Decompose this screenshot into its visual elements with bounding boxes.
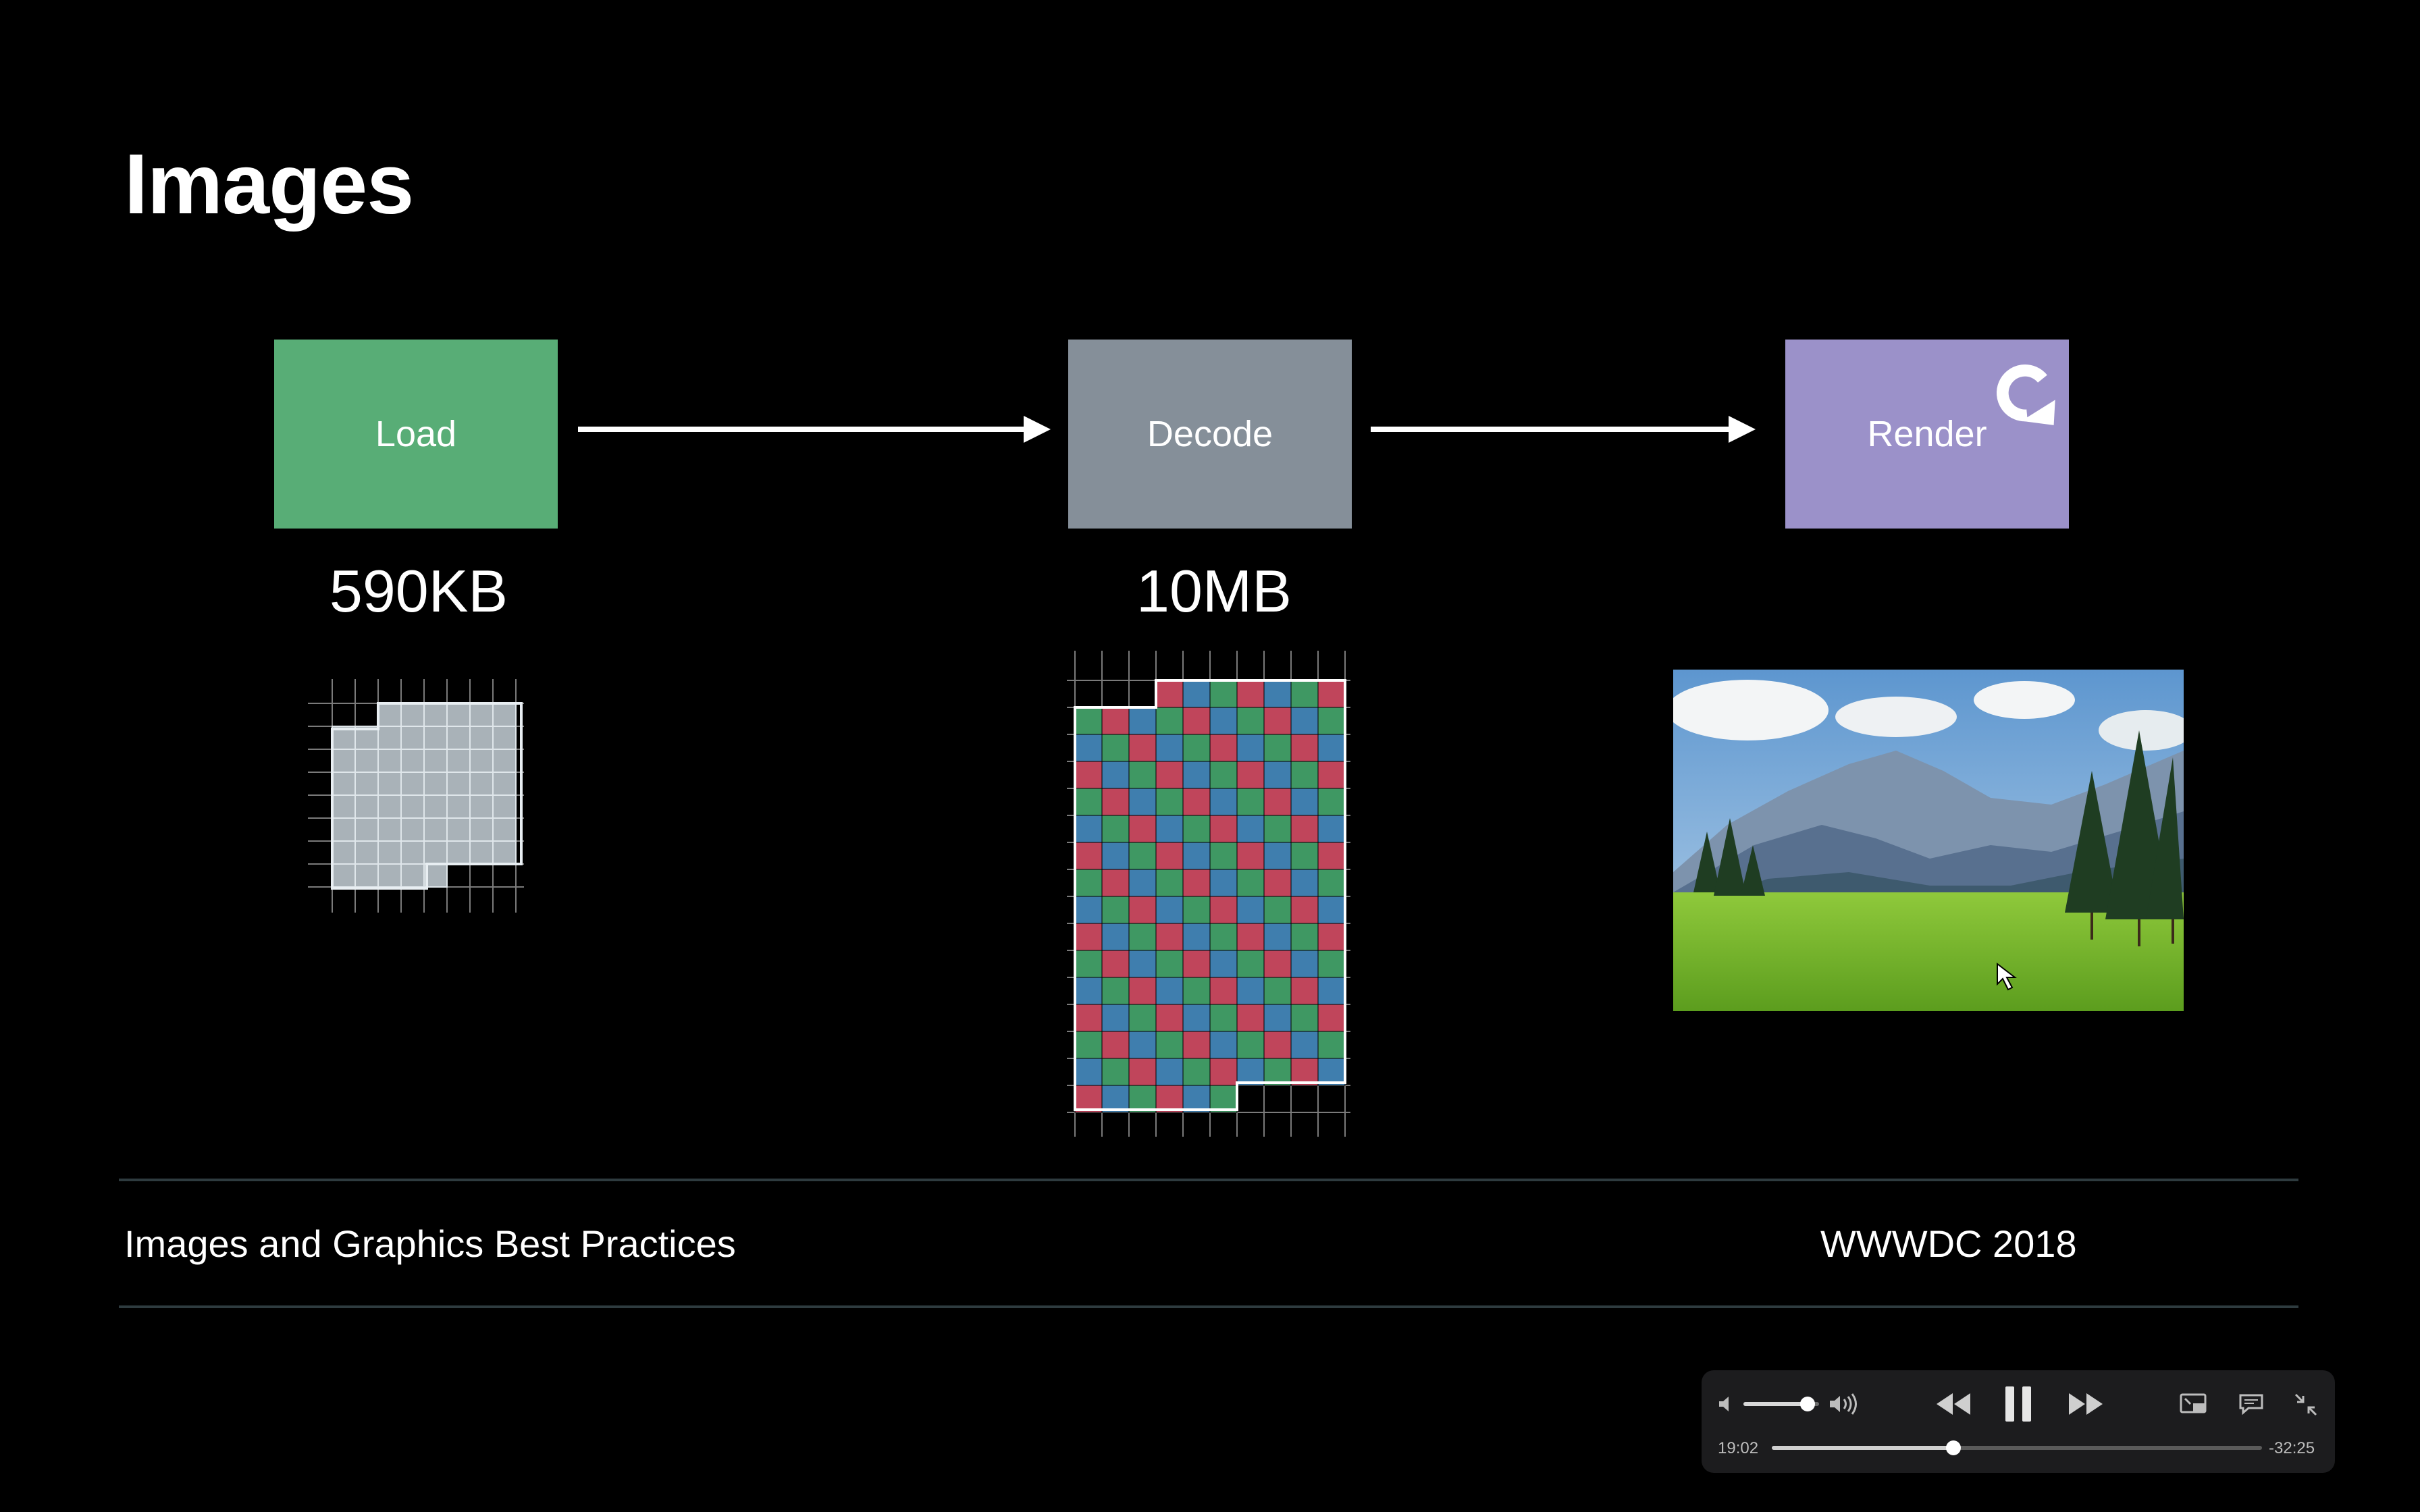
volume-slider[interactable] <box>1743 1397 1819 1411</box>
compressed-data-grid <box>308 679 524 913</box>
event-name: WWWDC 2018 <box>1820 1222 2077 1265</box>
session-title: Images and Graphics Best Practices <box>124 1222 736 1265</box>
refresh-icon <box>1997 364 2055 425</box>
remaining-time: -32:25 <box>2269 1439 2315 1457</box>
slide-title: Images <box>124 136 414 232</box>
exit-fullscreen-icon[interactable] <box>2293 1392 2319 1418</box>
video-player-controls: 19:02 -32:25 <box>1702 1370 2335 1473</box>
volume-high-icon[interactable] <box>1829 1392 1860 1416</box>
right-arrow-icon <box>1371 416 1756 443</box>
load-size-label: 590KB <box>329 558 508 624</box>
load-stage-label: Load <box>375 414 457 454</box>
volume-slider-handle[interactable] <box>1800 1397 1816 1411</box>
footer-divider-bottom <box>119 1305 2298 1308</box>
pause-icon[interactable] <box>2001 1385 2035 1423</box>
playback-scrubber-handle[interactable] <box>1945 1440 1961 1455</box>
playback-progress-bar[interactable] <box>1772 1440 2262 1455</box>
decoded-pixel-buffer <box>1067 651 1350 1137</box>
footer-divider-top <box>119 1179 2298 1181</box>
volume-low-icon[interactable] <box>1716 1393 1738 1415</box>
decode-stage-label: Decode <box>1147 414 1273 454</box>
decode-size-label: 10MB <box>1136 558 1292 624</box>
subtitles-icon[interactable] <box>2238 1393 2265 1415</box>
rewind-icon[interactable] <box>1935 1390 1972 1418</box>
rendered-landscape-image <box>1673 670 2184 1011</box>
load-stage-box: Load <box>274 340 558 529</box>
elapsed-time: 19:02 <box>1718 1439 1759 1457</box>
mouse-cursor-icon <box>1997 962 2017 991</box>
render-stage-label: Render <box>1867 414 1987 454</box>
pip-icon[interactable] <box>2180 1392 2208 1416</box>
decode-stage-box: Decode <box>1068 340 1352 529</box>
right-arrow-icon <box>578 416 1051 443</box>
fast-forward-icon[interactable] <box>2068 1390 2104 1418</box>
